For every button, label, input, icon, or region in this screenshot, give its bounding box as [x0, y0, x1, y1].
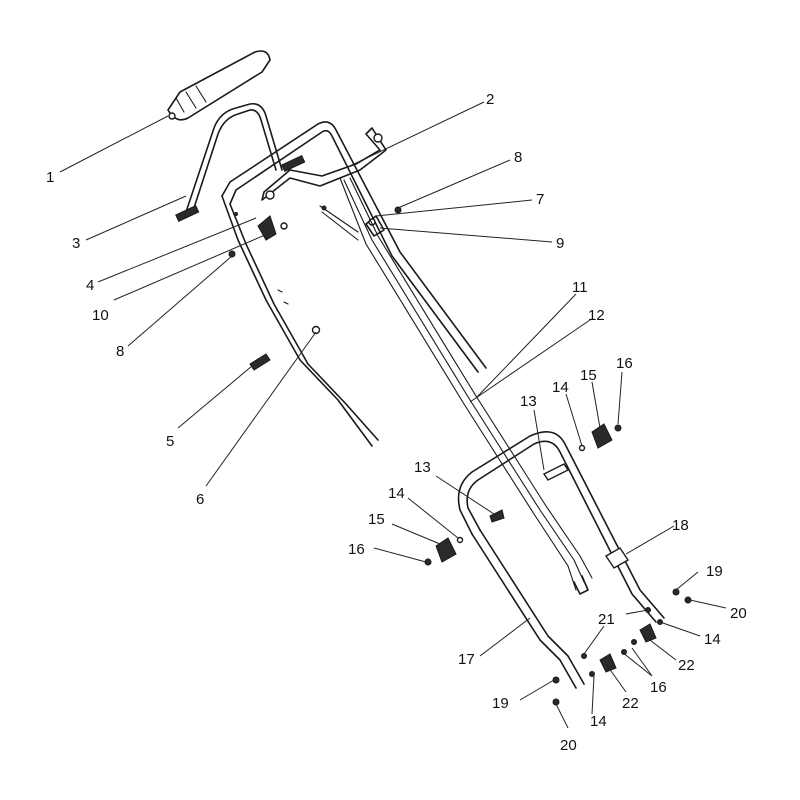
part-knob-left-lower [424, 509, 505, 566]
callout-17: 17 [458, 651, 475, 668]
callout-20-right: 20 [730, 605, 747, 622]
callout-14-a: 14 [552, 379, 569, 396]
callout-11: 11 [572, 279, 588, 296]
callout-5: 5 [166, 433, 174, 450]
callout-19-left: 19 [492, 695, 509, 712]
callout-14-d: 14 [590, 713, 607, 730]
callout-16-c: 16 [650, 679, 667, 696]
part-cable-bracket [319, 205, 402, 241]
part-clamp-lever [228, 212, 288, 258]
callout-8-left: 8 [116, 343, 124, 360]
callout-16-a: 16 [616, 355, 633, 372]
callout-2: 2 [486, 91, 494, 108]
callout-14-c: 14 [704, 631, 721, 648]
callout-labels: 1 2 3 4 5 6 7 8 8 9 10 11 12 13 13 14 14… [46, 91, 747, 754]
callout-6: 6 [196, 491, 204, 508]
callout-13-right: 13 [520, 393, 537, 410]
callout-22-left: 22 [622, 695, 639, 712]
callout-1: 1 [46, 169, 54, 186]
callout-15-b: 15 [368, 511, 385, 528]
callout-3: 3 [72, 235, 80, 252]
callout-12: 12 [588, 307, 605, 324]
callout-20-left: 20 [560, 737, 577, 754]
callout-18: 18 [672, 517, 689, 534]
callout-22-right: 22 [678, 657, 695, 674]
part-handle-grip [167, 50, 271, 121]
callout-15-a: 15 [580, 367, 597, 384]
part-cables [339, 177, 593, 595]
part-bail-bar [175, 102, 306, 222]
callout-21: 21 [598, 611, 615, 628]
part-knob-right-upper [542, 423, 622, 481]
part-lower-handle [457, 430, 665, 689]
part-upper-handle [221, 121, 487, 447]
callout-10: 10 [92, 307, 109, 324]
callout-14-b: 14 [388, 485, 405, 502]
callout-4: 4 [86, 277, 94, 294]
callout-9: 9 [556, 235, 564, 252]
callout-16-b: 16 [348, 541, 365, 558]
callout-8-top: 8 [514, 149, 522, 166]
callout-7: 7 [536, 191, 544, 208]
callout-13-left: 13 [414, 459, 431, 476]
callout-19-right: 19 [706, 563, 723, 580]
part-bottom-fasteners [552, 588, 692, 706]
leader-lines [59, 101, 727, 729]
part-bolt-knob-left [249, 289, 321, 371]
